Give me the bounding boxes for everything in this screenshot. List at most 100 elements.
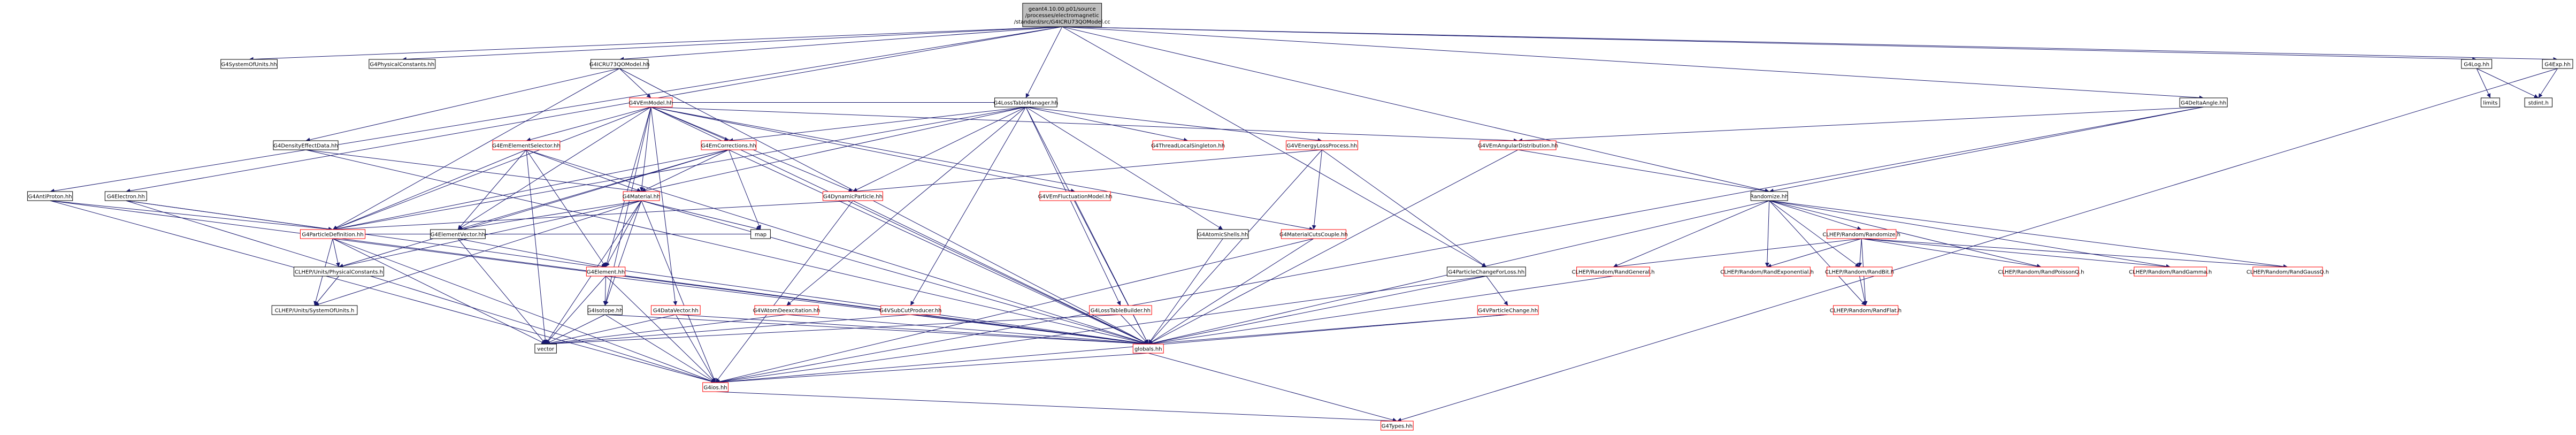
node-map[interactable]: map	[750, 229, 771, 239]
node-emcorr[interactable]: G4EmCorrections.hh	[701, 140, 757, 150]
node-randbit[interactable]: CLHEP/Random/RandBit.h	[1825, 266, 1894, 277]
node-label: CLHEP/Random/RandPoissonQ.h	[1998, 270, 2084, 276]
edge-root-to-g4log	[1062, 26, 2477, 62]
edge-datavec-to-vector	[546, 314, 676, 346]
node-icru[interactable]: G4ICRU73QOModel.hh	[589, 59, 650, 69]
node-label: CLHEP/Random/RandFlat.h	[1830, 308, 1902, 314]
node-label: CLHEP/Random/RandGamma.h	[2129, 270, 2212, 276]
node-box	[591, 59, 649, 69]
edge-icru-to-density	[305, 68, 620, 142]
node-vsubcut[interactable]: G4VSubCutProducer.hh	[879, 305, 942, 315]
node-label: G4ThreadLocalSingleton.hh	[1151, 143, 1225, 149]
node-label: limits	[2483, 101, 2497, 106]
node-globals[interactable]: globals.hh	[1132, 344, 1164, 354]
node-density[interactable]: G4DensityEffectData.hh	[273, 140, 339, 150]
node-vem[interactable]: G4VEmModel.hh	[629, 97, 673, 108]
node-datavec[interactable]: G4DataVector.hh	[650, 305, 701, 315]
edge-matcuts-to-globals	[1148, 238, 1314, 345]
edge-globals-to-g4types	[1148, 353, 1398, 422]
node-emelsel[interactable]: G4EmElementSelector.hh	[492, 140, 561, 150]
node-label: stdint.h	[2528, 101, 2549, 106]
node-atomic[interactable]: G4AtomicShells.hh	[1197, 229, 1249, 239]
edge-g4log-to-stdint	[2476, 68, 2539, 98]
node-g4types[interactable]: G4Types.hh	[1381, 421, 1414, 431]
node-elvec[interactable]: G4ElementVector.hh	[430, 229, 486, 239]
node-label: geant4.10.00.p01/source	[1029, 6, 1096, 12]
node-box	[823, 191, 883, 201]
edge-isotope-to-globals	[605, 314, 1148, 346]
edge-vem-to-elvec	[457, 106, 651, 230]
node-label: G4Log.hh	[2464, 62, 2489, 68]
node-electron[interactable]: G4Electron.hh	[104, 191, 147, 201]
node-label: G4LossTableManager.hh	[994, 101, 1059, 106]
node-vemfluct[interactable]: G4VEmFluctuationModel.hh	[1038, 191, 1113, 201]
node-g4ios[interactable]: G4ios.hh	[702, 382, 729, 392]
node-randgamma[interactable]: CLHEP/Random/RandGamma.h	[2129, 266, 2212, 277]
node-g4log[interactable]: G4Log.hh	[2461, 59, 2493, 69]
node-physconst[interactable]: G4PhysicalConstants.hh	[369, 59, 436, 69]
node-vector[interactable]: vector	[534, 344, 557, 354]
node-clphys[interactable]: CLHEP/Units/PhysicalConstants.h	[294, 266, 384, 277]
node-material[interactable]: G4Material.hh	[623, 191, 661, 201]
node-root[interactable]: geant4.10.00.p01/source/processes/electr…	[1014, 3, 1110, 27]
node-element[interactable]: G4Element.hh	[586, 266, 626, 277]
node-box	[1827, 266, 1893, 277]
node-vpc[interactable]: G4VParticleChange.hh	[1477, 305, 1539, 315]
edge-vem-to-vemang	[650, 106, 1519, 143]
edge-clrandomize-to-randgauss	[1861, 238, 2288, 269]
node-clrandomize[interactable]: CLHEP/Random/Randomize.h	[1822, 229, 1900, 239]
node-units[interactable]: G4SystemOfUnits.hh	[220, 59, 278, 69]
node-label: CLHEP/Random/RandGeneral.h	[1571, 270, 1654, 276]
node-box	[2542, 59, 2573, 69]
node-box	[702, 382, 729, 392]
node-stdint[interactable]: stdint.h	[2524, 97, 2552, 108]
node-label: globals.hh	[1134, 347, 1162, 353]
node-randomize[interactable]: Randomize.hh	[1750, 191, 1788, 201]
node-box	[750, 229, 771, 239]
edge-g4log-to-limits	[2476, 68, 2491, 98]
edge-root-to-antiproton	[50, 26, 1062, 193]
node-randgauss[interactable]: CLHEP/Random/RandGaussQ.h	[2247, 266, 2329, 277]
node-vemang[interactable]: G4VEmAngularDistribution.hh	[1478, 140, 1558, 150]
node-label: CLHEP/Random/RandGaussQ.h	[2247, 270, 2329, 276]
node-atomdeex[interactable]: G4VAtomDeexcitation.hh	[753, 305, 821, 315]
node-loss[interactable]: G4LossTableManager.hh	[994, 97, 1059, 108]
node-randgen[interactable]: CLHEP/Random/RandGeneral.h	[1571, 266, 1655, 277]
node-antiproton[interactable]: G4AntiProton.hh	[27, 191, 73, 201]
edge-element-to-vector	[545, 276, 606, 345]
edge-loss-to-vsubcut	[910, 106, 1026, 306]
edge-emelsel-to-vector	[526, 149, 548, 345]
node-box	[271, 305, 358, 315]
node-threadls[interactable]: G4ThreadLocalSingleton.hh	[1151, 140, 1225, 150]
edge-antiproton-to-g4ios	[50, 200, 716, 384]
node-dynpart[interactable]: G4DynamicParticle.hh	[823, 191, 883, 201]
node-isotope[interactable]: G4Isotope.hh	[587, 305, 623, 315]
node-clunits[interactable]: CLHEP/Units/SystemOfUnits.h	[271, 305, 358, 315]
edge-clphys-to-clunits	[314, 276, 339, 306]
edge-emcorr-to-clphys	[339, 149, 729, 268]
edge-vsubcut-to-vector	[546, 314, 911, 346]
node-matcuts[interactable]: G4MaterialCutsCouple.hh	[1279, 229, 1348, 239]
node-limits[interactable]: limits	[2480, 97, 2500, 108]
node-losstb[interactable]: G4LossTableBuilder.hh	[1089, 305, 1152, 315]
node-box	[220, 59, 278, 69]
node-pcfl[interactable]: G4ParticleChangeForLoss.hh	[1446, 266, 1526, 277]
node-label: G4VSubCutProducer.hh	[879, 308, 941, 314]
dependency-edges	[50, 26, 2558, 423]
node-box	[1479, 140, 1557, 150]
node-box	[1197, 229, 1249, 239]
node-label: /processes/electromagnetic	[1025, 13, 1099, 19]
node-randexp[interactable]: CLHEP/Random/RandExponential.h	[1720, 266, 1814, 277]
node-label: /standard/src/G4ICRU73QOModel.cc	[1014, 19, 1110, 25]
edge-material-to-elvec	[457, 200, 642, 231]
edge-vem-to-partdef	[332, 106, 651, 230]
node-randflat[interactable]: CLHEP/Random/RandFlat.h	[1830, 305, 1902, 315]
node-venloss[interactable]: G4VEnergyLossProcess.hh	[1286, 140, 1358, 150]
edge-vpc-to-g4ios	[715, 314, 1508, 385]
node-delta[interactable]: G4DeltaAngle.hh	[2179, 97, 2228, 108]
node-randpois[interactable]: CLHEP/Random/RandPoissonQ.h	[1998, 266, 2084, 277]
node-partdef[interactable]: G4ParticleDefinition.hh	[300, 229, 366, 239]
edge-root-to-g4exp	[1062, 26, 2558, 62]
edge-randomize-to-randexp	[1765, 200, 1770, 268]
node-g4exp[interactable]: G4Exp.hh	[2542, 59, 2573, 69]
